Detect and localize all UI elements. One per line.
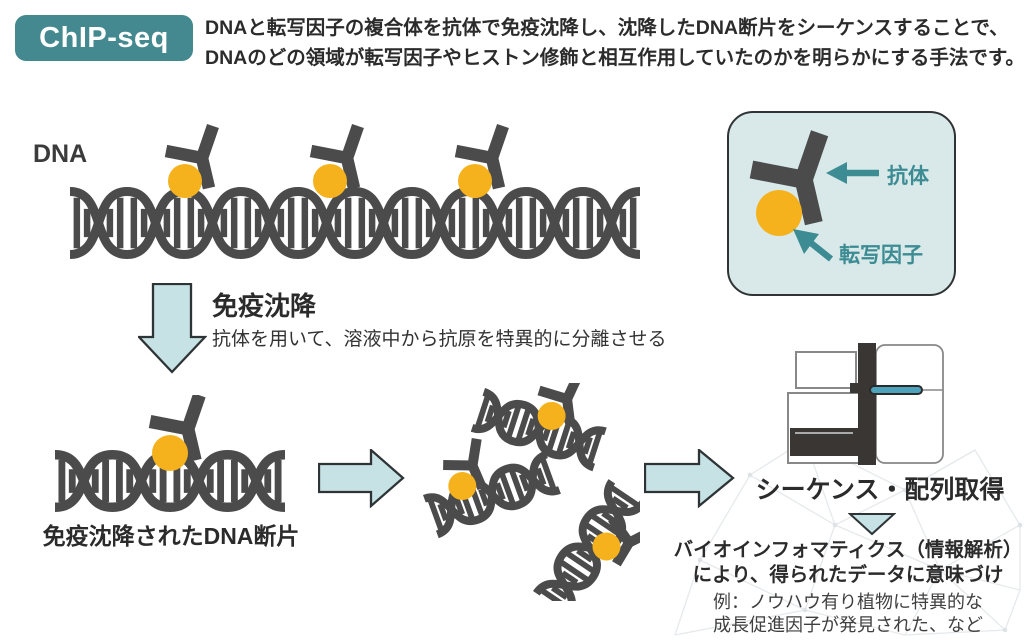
antibody-complex-icon bbox=[164, 123, 219, 198]
bioinformatics-example2: 成長促進因子が発見された、など bbox=[713, 615, 983, 635]
bioinformatics-text-block: バイオインフォマティクス（情報解析） により、得られたデータに意味づけ 例：ノウ… bbox=[672, 538, 1024, 637]
dna-fragments-group bbox=[423, 383, 640, 601]
immunoprecipitation-title: 免疫沈降 bbox=[212, 291, 317, 321]
bioinformatics-example1: 例：ノウハウ有り植物に特異的な bbox=[713, 592, 983, 612]
down-arrow-icon bbox=[138, 283, 207, 374]
dna-fragment-icon bbox=[533, 479, 640, 601]
right-arrow-icon bbox=[318, 449, 405, 508]
transcription-factor-legend-label: 転写因子 bbox=[839, 244, 923, 267]
chip-seq-title-badge: ChIP-seq bbox=[15, 15, 193, 61]
precipitated-dna-label: 免疫沈降されたDNA断片 bbox=[42, 523, 300, 549]
dna-fragment-icon bbox=[470, 383, 607, 472]
legend-box: 抗体 転写因子 bbox=[727, 111, 956, 296]
antibody-complex-icon bbox=[309, 123, 364, 198]
sequencing-label: シーケンス・配列取得 bbox=[755, 476, 1005, 504]
antibody-complex-icon bbox=[454, 123, 509, 198]
method-description-line1: DNAと転写因子の複合体を抗体で免疫沈降し、沈降したDNA断片をシーケンスするこ… bbox=[205, 17, 1009, 39]
sequencer-icon bbox=[787, 343, 944, 465]
dna-label: DNA bbox=[33, 140, 88, 168]
antibody-pointer-arrow-icon bbox=[826, 162, 879, 184]
right-arrow-icon bbox=[644, 449, 735, 508]
down-triangle-icon bbox=[848, 513, 896, 536]
dna-helix-icon bbox=[69, 187, 641, 259]
immunoprecipitation-description: 抗体を用いて、溶液中から抗原を特異的に分離させる bbox=[212, 329, 667, 350]
precipitated-dna-icon bbox=[54, 395, 286, 512]
method-description-line2: DNAのどの領域が転写因子やヒストン修飾と相互作用していたのかを明らかにする手法… bbox=[205, 47, 1024, 69]
bioinformatics-line2: により、得られたデータに意味づけ bbox=[692, 564, 1004, 586]
dna-fragment-icon bbox=[423, 438, 561, 539]
mesh-background-decoration bbox=[674, 439, 1023, 636]
antibody-complex-icon bbox=[749, 130, 829, 236]
antibody-complex-icon bbox=[148, 395, 206, 471]
legend-graphics bbox=[749, 130, 879, 262]
antibody-legend-label: 抗体 bbox=[887, 165, 929, 188]
bioinformatics-line1: バイオインフォマティクス（情報解析） bbox=[673, 539, 1023, 561]
method-description: DNAと転写因子の複合体を抗体で免疫沈降し、沈降したDNA断片をシーケンスするこ… bbox=[205, 13, 1024, 73]
dna-helix-with-antibodies-icon bbox=[69, 123, 641, 259]
dna-helix-icon bbox=[54, 450, 286, 512]
transcription-factor-pointer-arrow-icon bbox=[793, 229, 834, 262]
badge-label: ChIP-seq bbox=[39, 21, 169, 54]
